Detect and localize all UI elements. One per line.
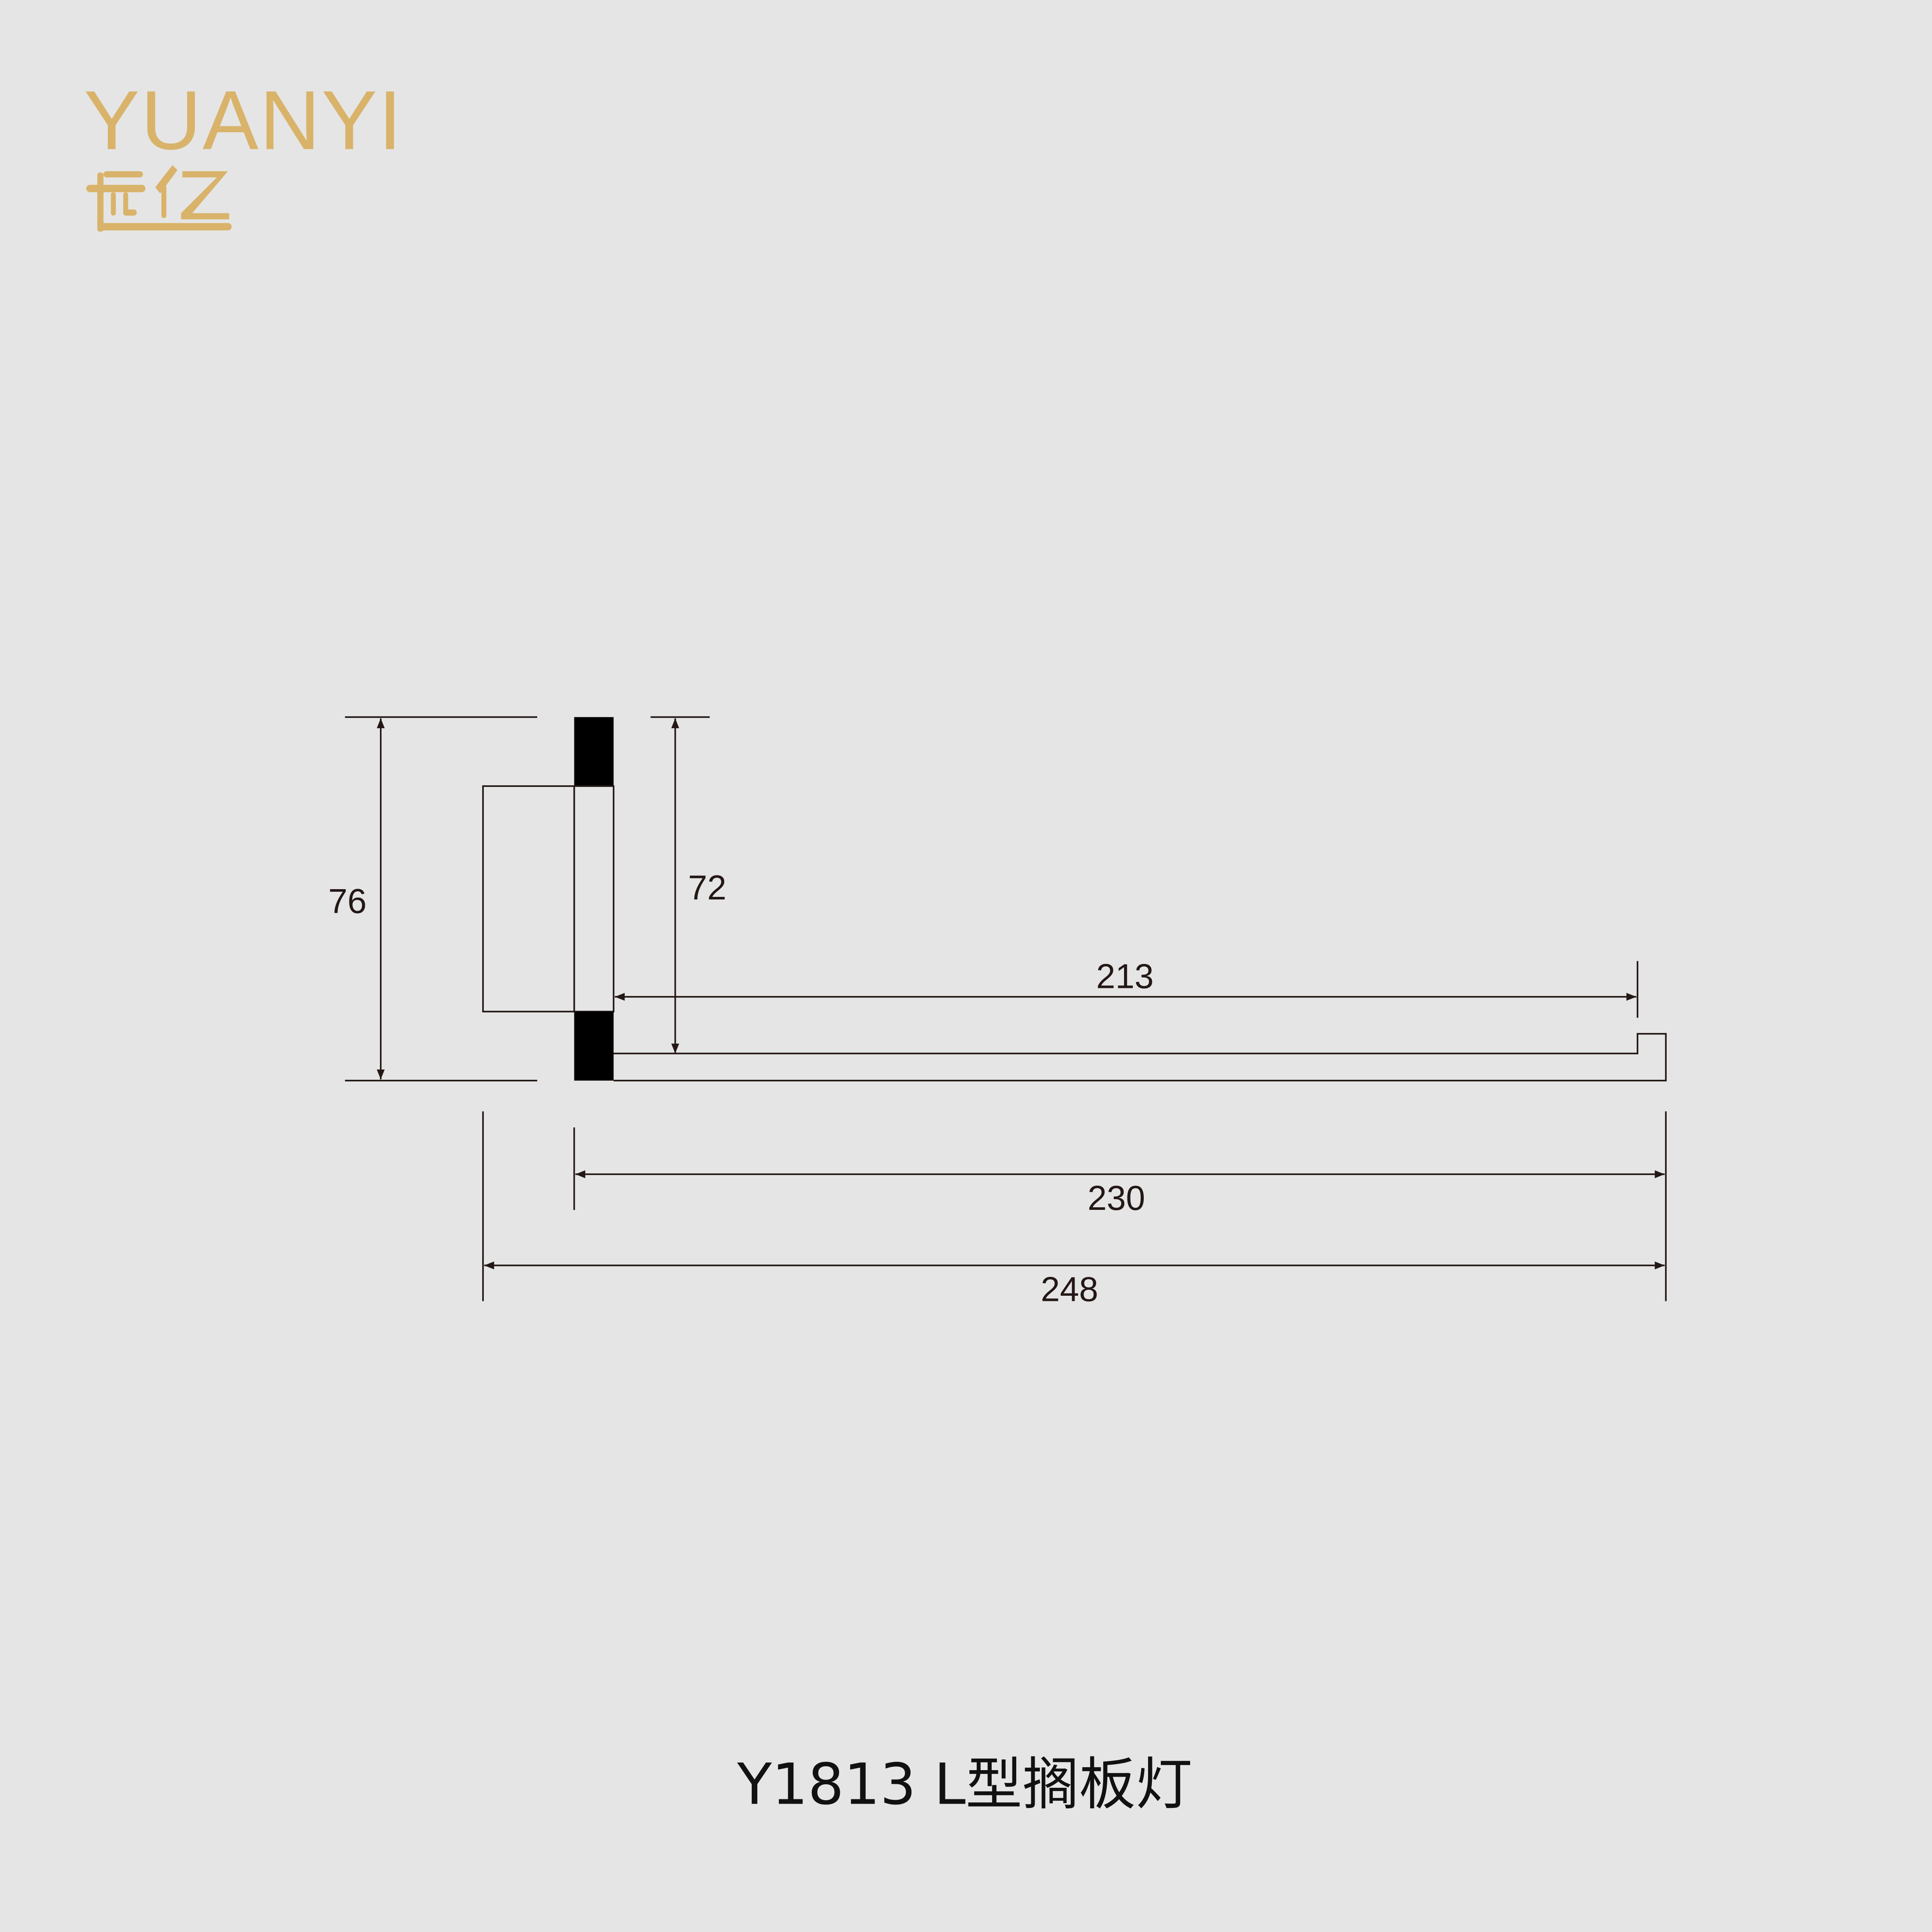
driver-box xyxy=(482,785,575,1013)
top-clamp xyxy=(574,717,614,786)
brand-logo: YUANYI xyxy=(84,73,407,232)
dimension-230: 230 xyxy=(573,1111,1667,1301)
dimension-label: 213 xyxy=(1096,957,1154,996)
dimension-label: 248 xyxy=(1041,1270,1098,1309)
lamp-side-view xyxy=(482,717,1667,1081)
bottom-clamp xyxy=(574,1012,614,1081)
logo-text-en: YUANYI xyxy=(84,73,407,167)
product-title: Y1813 L型搁板灯 xyxy=(737,1752,1192,1818)
dimension-label: 76 xyxy=(328,882,367,921)
dimension-213: 213 xyxy=(615,957,1638,1018)
dimension-72: 72 xyxy=(650,716,726,1054)
shelf-plate xyxy=(614,1033,1667,1081)
panel-body xyxy=(573,785,615,1013)
logo-cn-mark xyxy=(86,165,232,232)
dimension-label: 72 xyxy=(688,869,726,907)
dimension-248: 248 xyxy=(482,1111,1665,1309)
dimension-label: 230 xyxy=(1088,1179,1145,1218)
dimension-76: 76 xyxy=(328,716,538,1081)
